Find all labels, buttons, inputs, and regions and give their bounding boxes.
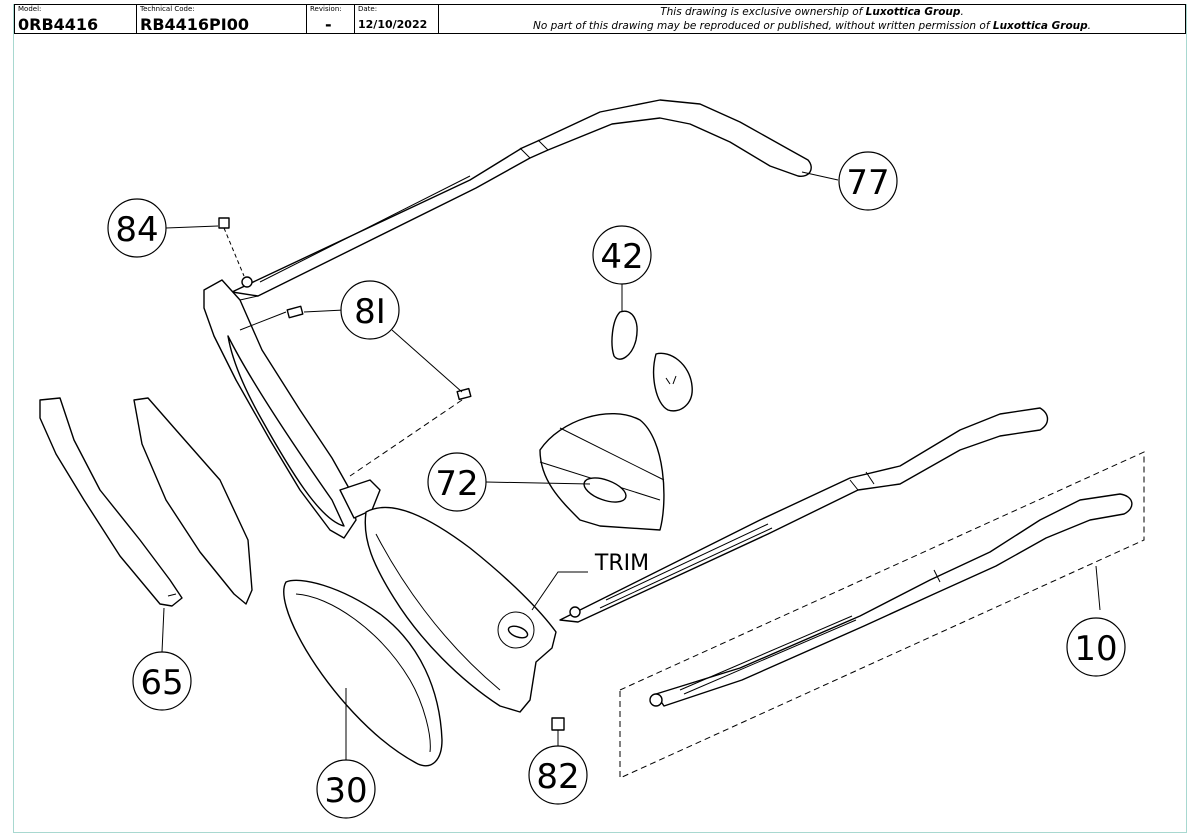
model-value: 0RB4416 <box>18 15 99 34</box>
notice-line-1: This drawing is exclusive ownership of L… <box>439 5 1185 19</box>
revision-cell: Revision: - <box>307 5 355 34</box>
upper-temple <box>231 99 812 297</box>
hinge-screws-81 <box>286 305 472 477</box>
lens-30 <box>283 579 443 767</box>
screw-82 <box>551 717 565 748</box>
notice-line-1-end: . <box>960 6 964 18</box>
temple-tip-65 <box>39 397 253 607</box>
left-frame-front <box>203 276 357 539</box>
callout-10-label: 10 <box>1074 629 1117 669</box>
detail-72-bubble <box>539 413 665 531</box>
right-frame-front <box>339 479 557 713</box>
callout-72: 72 <box>427 452 487 512</box>
callout-42-label: 42 <box>600 237 643 277</box>
technical-code-label: Technical Code: <box>140 5 195 13</box>
callout-84: 84 <box>107 198 167 258</box>
screw-84 <box>218 217 245 277</box>
callout-65: 65 <box>132 651 192 711</box>
date-cell: Date: 12/10/2022 <box>355 5 439 33</box>
callout-77: 77 <box>838 151 898 211</box>
callout-30: 30 <box>316 759 376 819</box>
callout-82: 82 <box>528 745 588 805</box>
model-cell: Model: 0RB4416 <box>15 5 137 34</box>
callout-81: 8I <box>340 280 400 340</box>
spare-temple-box <box>619 451 1145 779</box>
notice-line-2-company: Luxottica Group <box>992 20 1088 32</box>
nose-pads <box>611 310 693 412</box>
revision-value: - <box>325 15 332 34</box>
callout-65-label: 65 <box>140 663 183 703</box>
title-block: Model: 0RB4416 Technical Code: RB4416PI0… <box>14 4 1186 34</box>
ownership-notice: This drawing is exclusive ownership of L… <box>439 5 1185 33</box>
callout-42: 42 <box>592 225 652 285</box>
technical-code-cell: Technical Code: RB4416PI00 <box>137 5 307 34</box>
notice-line-2-end: . <box>1087 20 1091 32</box>
leader-lines <box>161 171 1101 760</box>
notice-line-2: No part of this drawing may be reproduce… <box>439 19 1185 33</box>
notice-line-2-text: No part of this drawing may be reproduce… <box>532 20 993 32</box>
technical-code-value: RB4416PI00 <box>140 15 249 34</box>
notice-line-1-company: Luxottica Group <box>865 6 961 18</box>
date-value: 12/10/2022 <box>358 18 428 31</box>
right-temple <box>559 407 1049 623</box>
trim-label: TRIM <box>594 551 649 576</box>
callout-10: 10 <box>1066 617 1126 677</box>
date-label: Date: <box>358 5 378 13</box>
callout-30-label: 30 <box>324 771 367 811</box>
callout-77-label: 77 <box>846 163 889 203</box>
revision-label: Revision: <box>310 5 342 13</box>
model-label: Model: <box>18 5 42 13</box>
callout-81-label: 8I <box>354 292 386 332</box>
callout-72-label: 72 <box>435 464 478 504</box>
callout-82-label: 82 <box>536 757 579 797</box>
notice-line-1-text: This drawing is exclusive ownership of <box>660 6 866 18</box>
callout-84-label: 84 <box>115 210 158 250</box>
